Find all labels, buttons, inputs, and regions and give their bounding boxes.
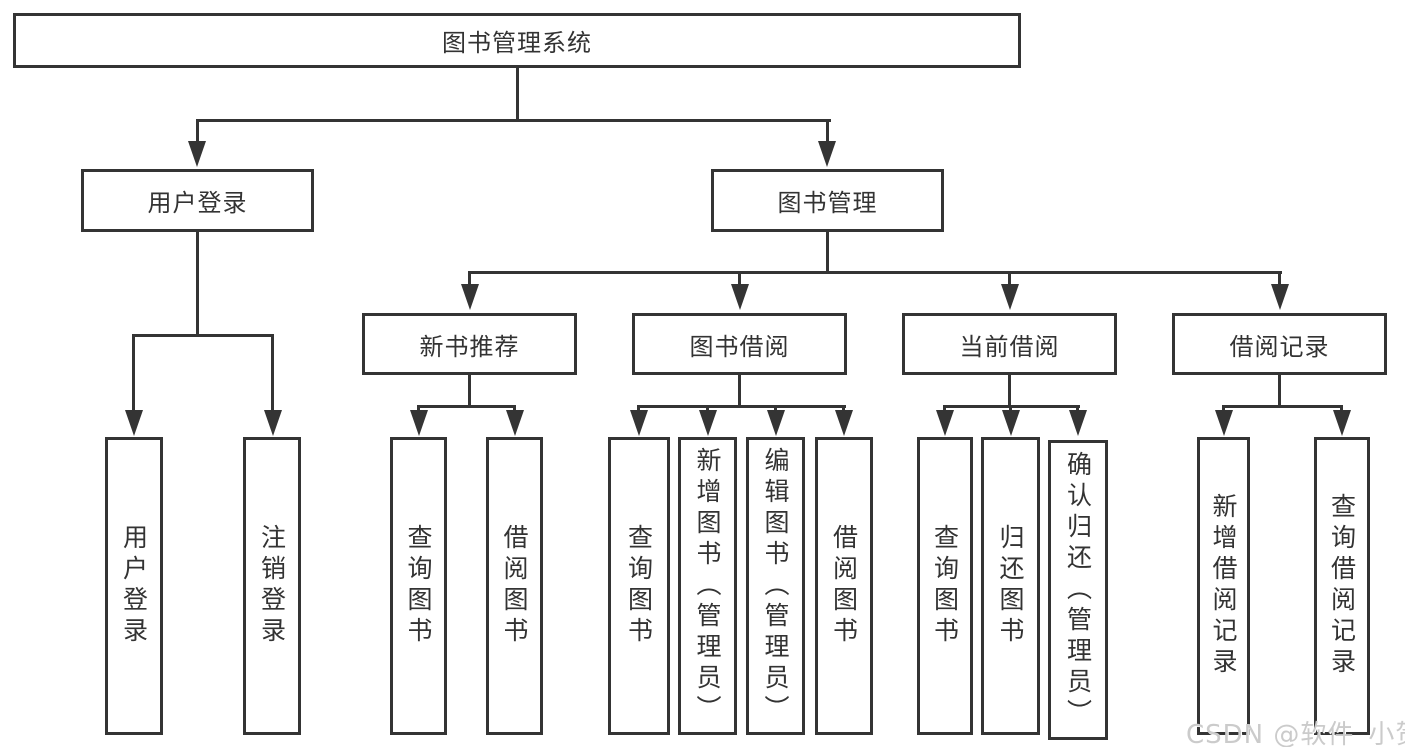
- edge-recommend-stem: [468, 375, 471, 408]
- leaf-user-login: 用户登录: [105, 437, 163, 735]
- arrow-down-icon: [936, 410, 954, 436]
- leaf-logout: 注销登录: [243, 437, 301, 735]
- arrow-down-icon: [1271, 284, 1289, 310]
- edge-level1-rail: [196, 119, 831, 122]
- edge-recommend-rail: [417, 405, 516, 408]
- arrow-down-icon: [1001, 284, 1019, 310]
- arrow-down-icon: [1215, 410, 1233, 436]
- arrow-down-icon: [506, 410, 524, 436]
- node-book-management: 图书管理: [711, 169, 944, 232]
- edge-records-rail: [1222, 405, 1343, 408]
- edge-user-login-rail: [132, 334, 274, 337]
- node-borrow-records: 借阅记录: [1172, 313, 1387, 375]
- arrow-down-icon: [731, 284, 749, 310]
- arrow-down-icon: [630, 410, 648, 436]
- edge-user-login-shaft: [196, 119, 199, 145]
- edge-root-stem: [516, 68, 519, 121]
- arrow-down-icon: [188, 141, 206, 167]
- leaf-query-borrow-record: 查询借阅记录: [1314, 437, 1370, 735]
- arrow-down-icon: [818, 141, 836, 167]
- leaf-query-books-recommend: 查询图书: [390, 437, 447, 735]
- arrow-down-icon: [767, 410, 785, 436]
- arrow-down-icon: [1002, 410, 1020, 436]
- edge-borrow-rail: [637, 405, 846, 408]
- edge-records-stem: [1278, 375, 1281, 408]
- node-user-login: 用户登录: [81, 169, 314, 232]
- leaf-confirm-return-admin: 确认归还（管理员）: [1048, 440, 1108, 740]
- edge-book-mgmt-stem: [826, 232, 829, 274]
- leaf-edit-books-admin: 编辑图书（管理员）: [746, 437, 805, 735]
- edge-current-stem: [1008, 375, 1011, 408]
- edge-leaf-shaft: [132, 334, 135, 414]
- leaf-add-borrow-record: 新增借阅记录: [1197, 437, 1250, 735]
- arrow-down-icon: [264, 410, 282, 436]
- node-current-borrow: 当前借阅: [902, 313, 1117, 375]
- arrow-down-icon: [410, 410, 428, 436]
- edge-group-shaft: [738, 271, 741, 287]
- edge-book-mgmt-shaft: [826, 119, 829, 145]
- edge-level2-rail: [468, 271, 1282, 274]
- node-new-book-recommend: 新书推荐: [362, 313, 577, 375]
- leaf-query-books-borrow: 查询图书: [608, 437, 670, 735]
- node-root-system: 图书管理系统: [13, 13, 1021, 68]
- edge-group-shaft: [1278, 271, 1281, 287]
- arrow-down-icon: [699, 410, 717, 436]
- csdn-watermark: CSDN @软件_小贺同学: [1186, 720, 1405, 747]
- edge-leaf-shaft: [271, 334, 274, 414]
- edge-group-shaft: [468, 271, 471, 287]
- edge-borrow-stem: [738, 375, 741, 408]
- leaf-return-books: 归还图书: [981, 437, 1040, 735]
- node-book-borrow: 图书借阅: [632, 313, 847, 375]
- edge-group-shaft: [1008, 271, 1011, 287]
- edge-user-login-stem: [196, 232, 199, 336]
- leaf-query-books-current: 查询图书: [917, 437, 973, 735]
- arrow-down-icon: [1333, 410, 1351, 436]
- leaf-add-books-admin: 新增图书（管理员）: [678, 437, 737, 735]
- leaf-borrow-books-recommend: 借阅图书: [486, 437, 543, 735]
- arrow-down-icon: [125, 410, 143, 436]
- arrow-down-icon: [835, 410, 853, 436]
- arrow-down-icon: [461, 284, 479, 310]
- leaf-borrow-books: 借阅图书: [815, 437, 873, 735]
- arrow-down-icon: [1069, 410, 1087, 436]
